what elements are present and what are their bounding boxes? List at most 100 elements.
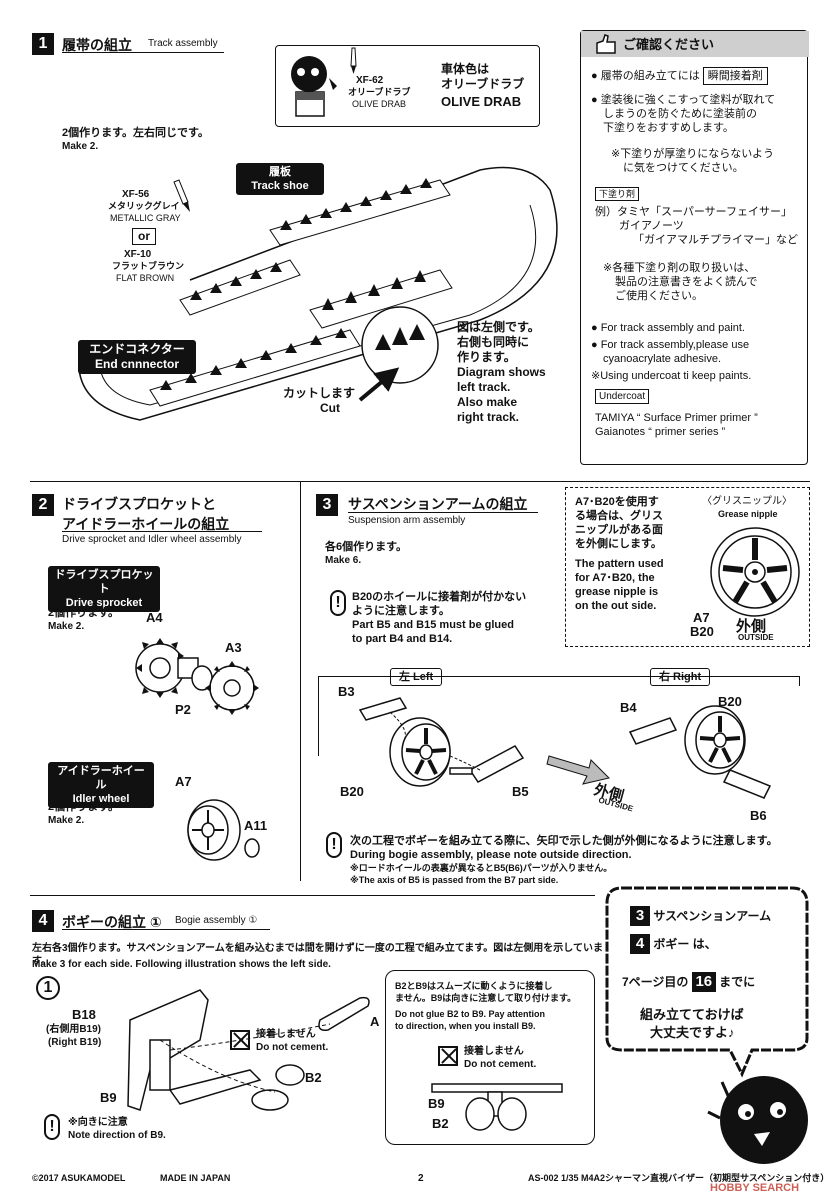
part-a4-label: A4 <box>146 610 163 625</box>
footer-watermark: HOBBY SEARCH <box>710 1182 800 1194</box>
warn-en-2: to part B4 and B14. <box>352 633 453 645</box>
no-cement2-jp: 接着しません <box>464 1046 524 1057</box>
divider-horizontal-1 <box>30 481 810 482</box>
example-1: 例）タミヤ「スーパーサーフェイサー」 <box>595 206 793 218</box>
outside-en: OUTSIDE <box>738 633 774 642</box>
part-a-label: A <box>370 1014 380 1029</box>
paint-callout: XF-62 オリーブドラブ OLIVE DRAB 車体色は オリーブドラブ OL… <box>275 45 540 127</box>
part-a7-label: A7 <box>175 774 192 789</box>
end-connector-en: End cnnnector <box>94 357 179 371</box>
step-2-make-en: Make 2. <box>48 621 85 632</box>
undercoat-jp-label: 下塗り剤 <box>595 187 640 201</box>
bubble-line-1: 3 サスペンションアーム <box>630 906 771 926</box>
part-b2-label: B2 <box>305 1070 322 1085</box>
step-2-make-jp: 2個作ります。 <box>48 607 120 619</box>
example-2: ガイアノーツ <box>619 220 684 232</box>
warning-icon: ! <box>326 832 342 858</box>
b9-direction-en: Note direction of B9. <box>68 1130 166 1141</box>
no-cement-jp: 接着しません <box>256 1029 316 1040</box>
en-2b: cyanoacrylate adhesive. <box>603 353 722 365</box>
check-note: ※下塗りが厚塗りにならないよう に気をつけてください。 <box>611 147 806 175</box>
check-b1-text: 履帯の組み立てには <box>600 70 700 82</box>
warn-jp-2: ように注意します。 <box>352 605 450 617</box>
b2-b9-diagram <box>431 1083 563 1131</box>
bubble-text-3a: 7ページ目の <box>622 975 689 989</box>
diagram-jp-2: 右側も同時に <box>457 335 530 349</box>
part-b3-label: B3 <box>338 684 355 699</box>
paint-code: XF-62 <box>356 75 384 86</box>
step-2-make2-jp: 2個作ります。 <box>48 801 120 813</box>
no-cement-en: Do not cement. <box>256 1042 329 1053</box>
brush-icon <box>350 47 357 74</box>
check-panel: ご確認ください ● 履帯の組み立てには 瞬間接着剤 ● 塗装後に強くこすって塗料… <box>580 30 809 465</box>
mascot-paint-icon <box>291 56 337 117</box>
grease-nipple-en: Grease nipple <box>718 509 778 519</box>
no-cement-icon <box>230 1030 250 1050</box>
part-b5-label: B5 <box>512 784 529 799</box>
track-assembly-diagram <box>78 166 558 421</box>
idler-wheel-tag: アイドラーホイール Idler wheel <box>48 762 154 808</box>
check-header <box>581 31 809 57</box>
step-4-number: 4 <box>32 910 54 932</box>
part-b18-label: B18 <box>72 1007 96 1022</box>
step-4-underline <box>62 929 270 930</box>
idler-wheel-jp: アイドラーホイール <box>57 765 145 791</box>
en-1: For track assembly and paint. <box>600 322 745 334</box>
part-b2b-label: B2 <box>432 1116 449 1131</box>
paint-b-en: FLAT BROWN <box>116 273 175 283</box>
body-color-jp1: 車体色は <box>441 62 490 76</box>
step-4-desc-en: Make 3 for each side. Following illustra… <box>32 959 331 970</box>
paint-a-code: XF-56 <box>122 189 150 200</box>
step-3-title-en: Suspension arm assembly <box>348 515 466 526</box>
drive-sprocket-tag: ドライブスプロケット Drive sprocket <box>48 566 160 612</box>
part-b6-label: B6 <box>750 808 767 823</box>
cut-jp: カットします <box>283 386 356 400</box>
bubble-line-3: 7ページ目の 16 までに <box>622 972 755 992</box>
divider-horizontal-2 <box>30 895 595 896</box>
diagram-jp-1: 図は左側です。 <box>457 320 540 334</box>
box-en-1: Do not glue B2 to B9. Pay attention <box>395 1009 546 1019</box>
check-b2-line2: しまうのを防ぐために塗装前の <box>603 108 757 120</box>
undercoat-en-label: Undercoat <box>595 389 650 404</box>
bogie-diagram <box>127 989 370 1111</box>
pattern-box <box>565 487 810 647</box>
check-title: ご確認ください <box>623 37 715 52</box>
step-1-make-en: Make 2. <box>62 141 99 152</box>
b2-b9-note: B2とB9はスムーズに動くように接着し ません。B9は向きに注意して取り付けます… <box>395 980 590 1032</box>
body-color-en: OLIVE DRAB <box>441 94 522 109</box>
end-connector-jp: エンドコネクター <box>89 342 185 356</box>
check-bullet-1: ● 履帯の組み立てには 瞬間接着剤 <box>591 67 806 85</box>
step-1-make-jp: 2個作ります。左右同じです。 <box>62 127 209 139</box>
part-b9b-label: B9 <box>428 1096 445 1111</box>
warn-en-1: Part B5 and B15 must be glued <box>352 619 514 631</box>
check-examples: 例）タミヤ「スーパーサーフェイサー」 ガイアノーツ 「ガイアマルチプライマー」な… <box>595 205 805 247</box>
note-en-2: ※The axis of B5 is passed from the B7 pa… <box>350 875 559 885</box>
example-3: 「ガイアマルチプライマー」など <box>633 234 798 246</box>
b9-direction-jp: ※向きに注意 <box>68 1117 128 1128</box>
product-2: Gaianotes “ primer series ” <box>595 426 726 438</box>
part-b4-label: B4 <box>620 700 637 715</box>
warning-icon: ! <box>330 590 346 616</box>
check-care: ※各種下塗り剤の取り扱いは、 製品の注意書きをよく読んで ご使用ください。 <box>603 261 808 303</box>
step-3-warn: B20のホイールに接着剤が付かない ように注意します。 Part B5 and … <box>352 590 562 646</box>
bubble-text-3b: までに <box>719 975 756 989</box>
wheel-outside-diagram <box>710 527 800 617</box>
check-b1-box: 瞬間接着剤 <box>702 67 768 85</box>
product-1: TAMIYA “ Surface Primer primer ” <box>595 412 758 424</box>
suspension-right-diagram <box>628 705 772 799</box>
check-note-1: ※下塗りが厚塗りにならないよう <box>611 148 774 160</box>
paint-jp: オリーブドラブ <box>348 87 411 97</box>
en-3: ※Using undercoat ti keep paints. <box>591 370 752 382</box>
diagram-note: 図は左側です。 右側も同時に 作ります。 Diagram shows left … <box>457 320 577 425</box>
pattern-en-2: for A7･B20, the <box>575 572 655 584</box>
bubble-step-3: 3 <box>630 906 650 926</box>
care-1: ※各種下塗り剤の取り扱いは、 <box>603 262 756 274</box>
pattern-en-1: The pattern used <box>575 558 664 570</box>
step-2-number: 2 <box>32 494 54 516</box>
outside-arrow <box>546 755 610 785</box>
divider-vertical-1 <box>300 481 301 881</box>
part-b20-left-label: B20 <box>340 784 364 799</box>
check-b2-line3: 下塗りをおすすめします。 <box>603 122 734 134</box>
paint-b-code: XF-10 <box>124 249 152 260</box>
track-shoe-jp: 履板 <box>269 166 291 178</box>
